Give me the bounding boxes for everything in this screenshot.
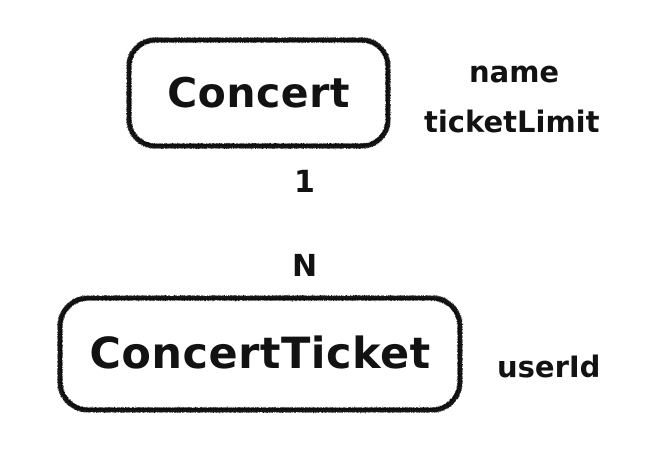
attribute-label-ticket-limit: ticketLimit (424, 105, 600, 139)
entity-concert-rect (126, 37, 391, 149)
entity-concertticket-label: ConcertTicket (89, 328, 431, 379)
entity-node-concertticket[interactable]: ConcertTicket (58, 296, 462, 412)
entity-node-concert[interactable]: Concert (127, 38, 390, 148)
entity-concertticket-outline (57, 295, 463, 413)
attribute-label-name: name (469, 55, 560, 89)
entity-concert-label: Concert (167, 68, 350, 117)
entity-concertticket-rect-overstroke (60, 298, 460, 410)
cardinality-label-many: N (292, 249, 318, 284)
entity-concertticket-rect (57, 295, 463, 413)
attribute-label-user-id: userId (497, 350, 601, 384)
entity-concert-outline (126, 37, 391, 149)
cardinality-label-one: 1 (294, 165, 315, 200)
entity-concert-rect-overstroke (129, 40, 388, 146)
